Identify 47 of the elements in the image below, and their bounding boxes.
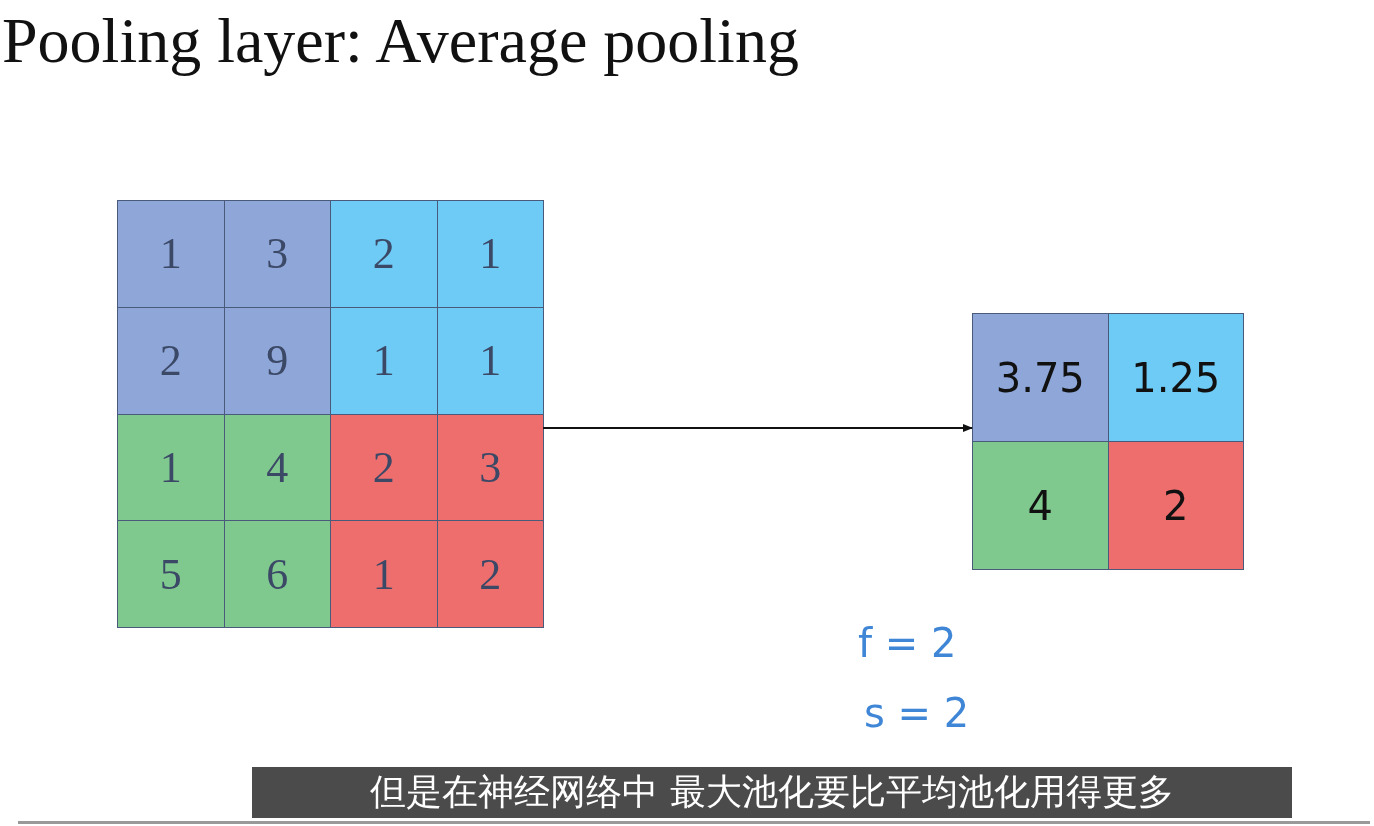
cell-value: 3: [479, 441, 502, 493]
matrix-cell: [330, 306, 438, 415]
cell-value: 3.75: [995, 354, 1085, 401]
subtitle-caption: 但是在神经网络中 最大池化要比平均池化用得更多: [252, 767, 1292, 818]
cell-value: 2: [479, 548, 502, 600]
matrix-cell: [330, 413, 438, 522]
matrix-cell: [117, 306, 225, 415]
matrix-cell: [436, 413, 544, 522]
cell-value: 2: [159, 335, 182, 387]
matrix-cell: [223, 306, 331, 415]
matrix-cell: [972, 313, 1109, 442]
cell-value: 3: [266, 228, 289, 280]
matrix-cell: [223, 413, 331, 522]
cell-value: 4: [266, 441, 289, 493]
matrix-cell: [1107, 441, 1244, 570]
cell-value: 4: [1027, 482, 1053, 529]
cell-value: 1: [159, 228, 182, 280]
handwritten-note: f = 2: [858, 620, 957, 666]
matrix-cell: [330, 200, 438, 308]
matrix-cell: [117, 520, 225, 628]
arrow: [542, 424, 973, 432]
cell-value: 2: [1163, 482, 1189, 529]
matrix-cell: [1107, 313, 1244, 442]
cell-value: 5: [159, 548, 182, 600]
cell-value: 1: [479, 335, 502, 387]
cell-value: 9: [266, 335, 289, 387]
matrix-cell: [223, 200, 331, 308]
cell-value: 1: [159, 441, 182, 493]
cell-value: 2: [372, 441, 395, 493]
cell-value: 1.25: [1131, 354, 1221, 401]
cell-value: 1: [372, 335, 395, 387]
matrix-grid: [972, 313, 1243, 569]
slide-title: Pooling layer: Average pooling: [2, 4, 799, 78]
matrix-cell: [436, 520, 544, 628]
handwritten-note: s = 2: [864, 690, 970, 736]
matrix-cell: [972, 441, 1109, 570]
matrix-grid: [117, 200, 543, 627]
matrix-cell: [436, 306, 544, 415]
matrix-cell: [436, 200, 544, 308]
cell-value: 1: [479, 228, 502, 280]
matrix-cell: [117, 200, 225, 308]
cell-value: 6: [266, 548, 289, 600]
cell-value: 1: [372, 548, 395, 600]
cell-value: 2: [372, 228, 395, 280]
matrix-cell: [330, 520, 438, 628]
matrix-cell: [223, 520, 331, 628]
matrix-cell: [117, 413, 225, 522]
